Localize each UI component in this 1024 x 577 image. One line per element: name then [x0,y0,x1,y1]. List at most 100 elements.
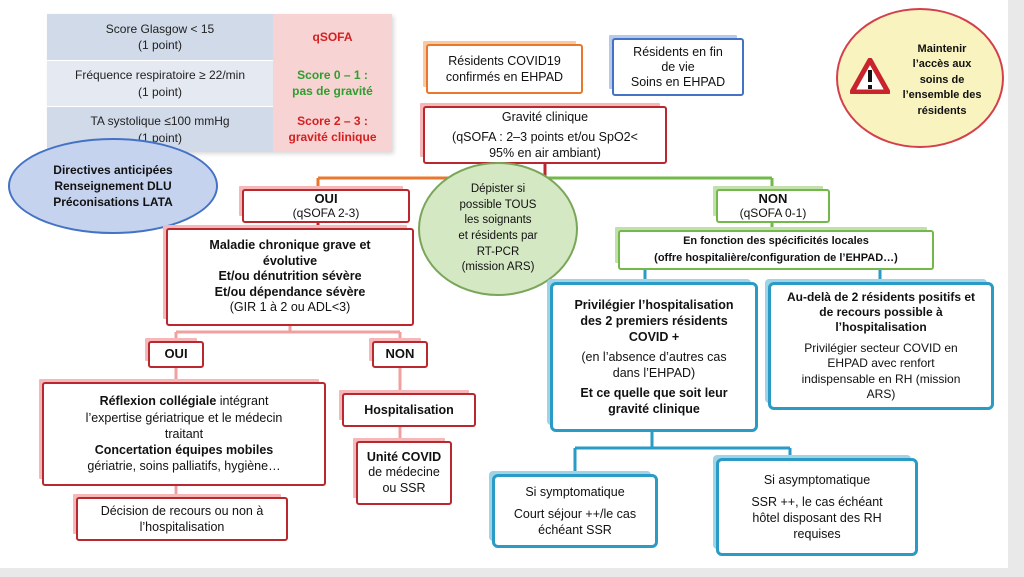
au-dela-line2: de recours possible à [819,305,943,320]
residents-covid-line1: Résidents COVID19 [448,53,561,68]
residents-covid-line2: confirmés en EHPAD [445,70,564,84]
fin-vie-line3: Soins en EHPAD [630,74,726,89]
privilegier-box: Privilégier l’hospitalisation des 2 prem… [550,282,758,432]
au-dela-line3: l’hospitalisation [835,320,927,335]
asymptomatique-line2: SSR ++, le cas échéant [751,494,883,509]
reflexion-line2: l’expertise gériatrique et le médecin [85,410,283,425]
directives-ellipse: Directives anticipées Renseignement DLU … [8,138,218,234]
criterion-glasgow-points: (1 point) [137,38,183,52]
maladie-line2: évolutive [262,253,318,268]
alert-line5: résidents [917,104,967,117]
gravite-line1: (qSOFA : 2–3 points et/ou SpO2< [452,129,638,144]
alert-line3: soins de [919,73,965,86]
maladie-line1: Maladie chronique grave et [209,237,371,252]
privilegier-line5: dans l’EHPAD) [612,366,696,380]
specificites-box: En fonction des spécificités locales (of… [618,230,934,270]
symptomatique-box: Si symptomatique Court séjour ++/le cas … [492,474,658,548]
gravite-box: Gravité clinique (qSOFA : 2–3 points et/… [423,106,667,164]
oui-main-title: OUI [314,190,338,206]
au-dela-line6: indispensable en RH (mission [801,371,961,386]
depister-line2: possible TOUS [459,198,537,211]
alert-line4: l’ensemble des [902,89,982,102]
qsofa-table: Score Glasgow < 15 (1 point) Fréquence r… [47,14,392,152]
directives-line3: Préconisations LATA [53,195,173,210]
privilegier-line1: Privilégier l’hospitalisation [574,298,734,312]
reflexion-line3: traitant [164,426,204,441]
alert-line1: Maintenir [917,43,967,55]
criterion-respiratory: Fréquence respiratoire ≥ 22/min (1 point… [47,60,273,106]
au-dela-line7: ARS) [866,386,896,401]
score-low-meaning: pas de gravité [292,84,373,98]
reflexion-bold4: Concertation équipes mobiles [94,443,274,458]
depister-ellipse: Dépister si possible TOUS les soignants … [418,162,578,296]
score-low-label: Score 0 – 1 : [297,67,368,82]
unite-covid-title: Unité COVID [366,449,442,464]
residents-fin-vie-box: Résidents en fin de vie Soins en EHPAD [612,38,744,96]
qsofa-score-high: Score 2 – 3 : gravité clinique [273,106,392,152]
criterion-glasgow: Score Glasgow < 15 (1 point) [47,14,273,60]
maladie-line5: (GIR 1 à 2 ou ADL<3) [229,300,351,315]
qsofa-score-low: Score 0 – 1 : pas de gravité [273,60,392,106]
criterion-glasgow-label: Score Glasgow < 15 [105,21,215,36]
privilegier-line6: Et ce quelle que soit leur [580,386,728,400]
residents-covid-box: Résidents COVID19 confirmés en EHPAD [426,44,583,94]
specificites-line2: (offre hospitalière/configuration de l’E… [654,252,898,264]
symptomatique-line2: Court séjour ++/le cas [513,506,637,521]
au-dela-line4: Privilégier secteur COVID en [804,340,958,355]
oui-sub-label: OUI [164,346,188,362]
criterion-respiratory-label: Fréquence respiratoire ≥ 22/min [75,68,245,83]
depister-line1: Dépister si [470,183,526,196]
reflexion-text1: intégrant [216,394,269,409]
alert-text: Maintenir l’accès aux soins de l’ensembl… [896,42,988,119]
depister-line6: (mission ARS) [461,261,535,274]
symptomatique-line3: échéant SSR [538,523,612,538]
reflexion-box: Réflexion collégiale intégrant l’experti… [42,382,326,486]
non-sub-label: NON [385,346,415,362]
au-dela-box: Au-delà de 2 résidents positifs et de re… [768,282,994,410]
non-sub-box: NON [372,341,428,368]
asymptomatique-line3: hôtel disposant des RH [752,511,882,525]
maladie-line3: Et/ou dénutrition sévère [218,269,362,284]
non-main-box: NON (qSOFA 0-1) [716,189,830,223]
depister-line4: et résidents par [458,230,538,242]
reflexion-bold1: Réflexion collégiale [99,394,217,409]
non-main-sub: (qSOFA 0-1) [739,205,807,220]
depister-line5: RT-PCR [476,245,520,258]
asymptomatique-box: Si asymptomatique SSR ++, le cas échéant… [716,458,918,556]
privilegier-line3: COVID + [628,330,680,344]
slide: Score Glasgow < 15 (1 point) Fréquence r… [0,0,1008,568]
directives-line1: Directives anticipées [53,162,173,177]
asymptomatique-line4: requises [793,527,841,542]
reflexion-line5: gériatrie, soins palliatifs, hygiène… [87,459,281,474]
alert-ellipse: Maintenir l’accès aux soins de l’ensembl… [836,8,1004,148]
oui-main-box: OUI (qSOFA 2-3) [242,189,410,223]
directives-line2: Renseignement DLU [54,178,172,193]
non-main-title: NON [758,190,788,206]
maladie-line4: Et/ou dépendance sévère [214,284,366,299]
unite-covid-line2: de médecine [368,465,440,480]
unite-covid-box: Unité COVID de médecine ou SSR [356,441,452,505]
privilegier-line7: gravité clinique [608,402,700,416]
reflexion-line1: Réflexion collégiale intégrant [100,393,269,409]
oui-main-sub: (qSOFA 2-3) [292,205,360,220]
oui-sub-box: OUI [148,341,204,368]
decision-line2: l’hospitalisation [139,520,225,534]
hospitalisation-box: Hospitalisation [342,393,476,427]
gravite-title: Gravité clinique [501,109,589,124]
privilegier-line2: des 2 premiers résidents [580,314,728,328]
fin-vie-line1: Résidents en fin [633,44,723,59]
specificites-line1: En fonction des spécificités locales [683,234,869,247]
au-dela-line1: Au-delà de 2 résidents positifs et [786,289,976,304]
score-high-label: Score 2 – 3 : [297,113,368,128]
depister-line3: les soignants [464,214,532,227]
qsofa-title-cell: qSOFA [273,14,392,60]
hospitalisation-label: Hospitalisation [364,402,454,417]
au-dela-line5: EHPAD avec renfort [827,356,935,371]
fin-vie-line2: de vie [661,59,695,74]
privilegier-line4: (en l’absence d’autres cas [581,350,727,364]
qsofa-title: qSOFA [312,29,353,44]
score-high-meaning: gravité clinique [288,130,377,144]
decision-box: Décision de recours ou non à l’hospitali… [76,497,288,541]
alert-line2: l’accès aux [912,58,972,71]
maladie-box: Maladie chronique grave et évolutive Et/… [166,228,414,326]
